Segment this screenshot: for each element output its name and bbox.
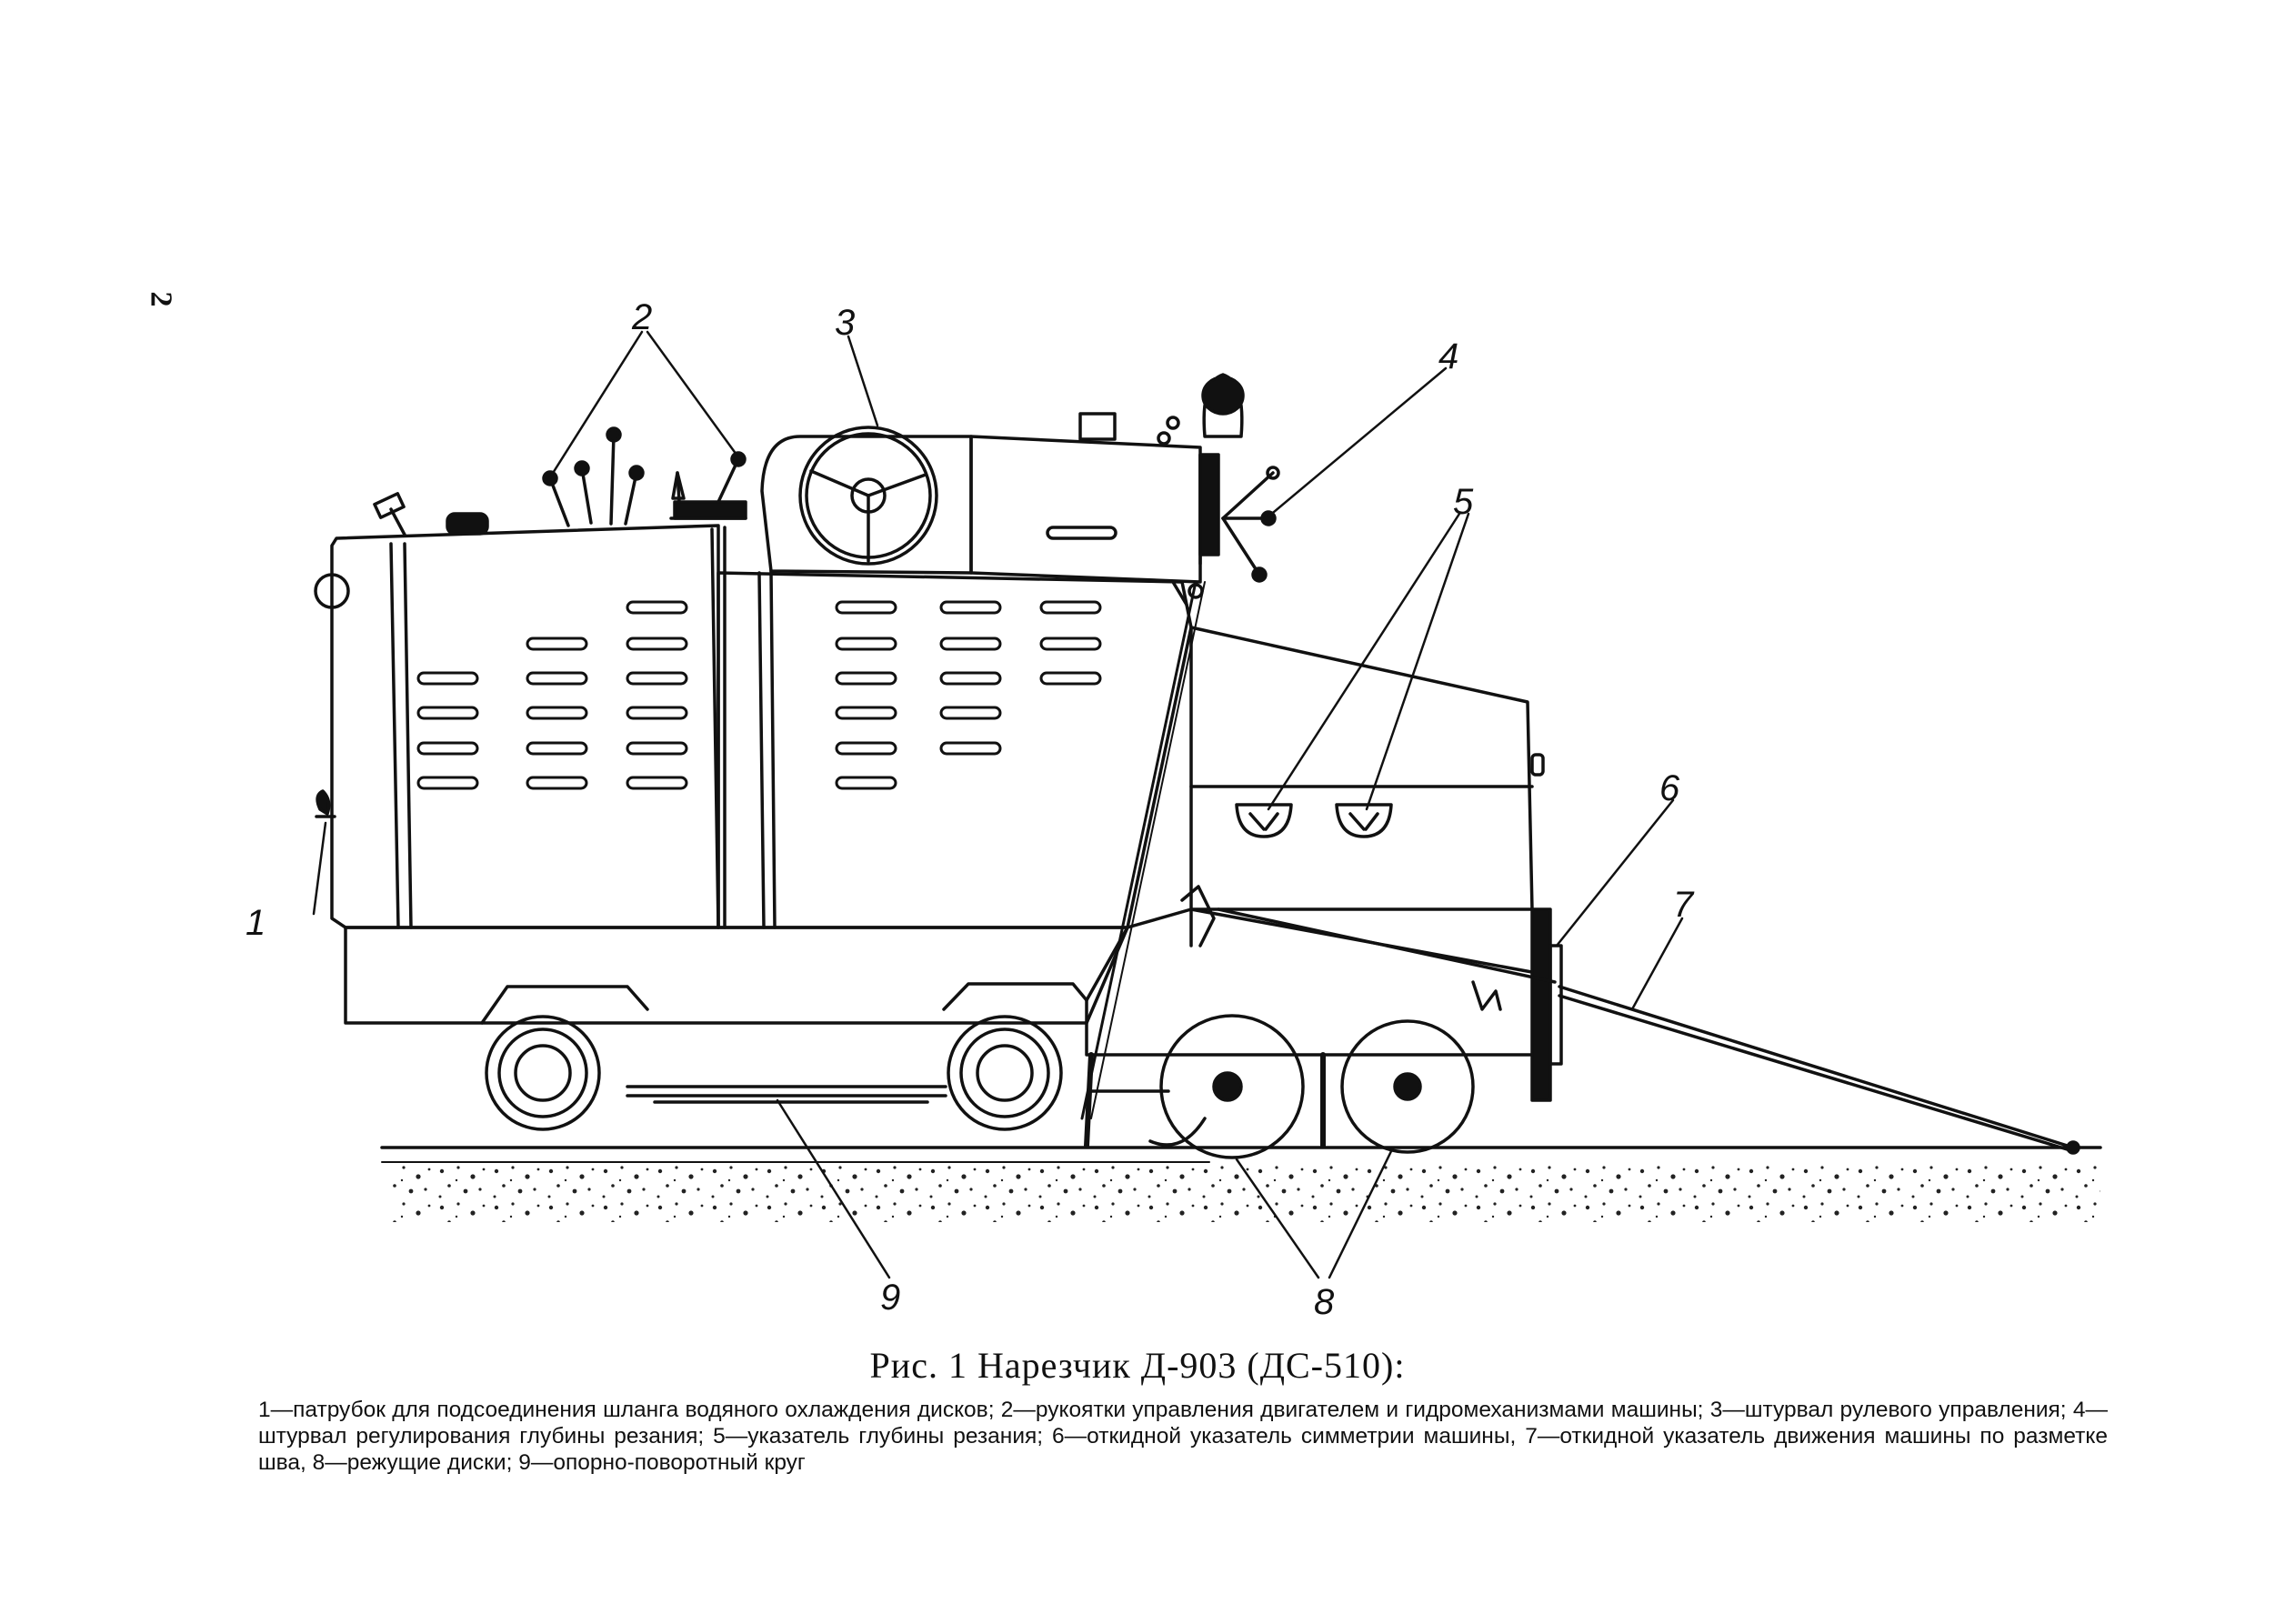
guide-pointer — [1217, 907, 2080, 1155]
legend-item-8: 8—режущие диски; — [312, 1450, 513, 1475]
cutting-discs — [1084, 1014, 1475, 1159]
figure-caption-title: Рис. 1 Нарезчик Д-903 (ДС-510): — [869, 1345, 1406, 1386]
ground-surface — [380, 1146, 2102, 1222]
callout-4: 4 — [1438, 336, 1458, 376]
legend-item-1: 1—патрубок для подсоединения шланга водя… — [258, 1398, 995, 1422]
legend-item-9: 9—опорно-поворотный круг — [518, 1450, 806, 1475]
engine-housing — [314, 492, 747, 929]
water-pipe-fitting — [315, 789, 336, 818]
rear-wheel — [485, 1015, 601, 1131]
cutting-frame — [1085, 885, 1543, 1057]
callout-6: 6 — [1659, 768, 1680, 808]
leader-lines — [312, 330, 1684, 1279]
callout-8: 8 — [1314, 1282, 1335, 1322]
legend-item-3: 3—штурвал рулевого управления; — [1709, 1398, 2067, 1422]
callout-2: 2 — [631, 297, 652, 337]
legend-item-5: 5—указатель глубины резания; — [713, 1424, 1044, 1449]
depth-control-wheel — [1171, 373, 1280, 606]
depth-indicators — [1235, 803, 1393, 838]
callout-1: 1 — [246, 903, 266, 943]
middle-housing — [717, 569, 1193, 929]
callout-9: 9 — [880, 1278, 900, 1318]
symmetry-indicator — [1530, 907, 1563, 1102]
figure-caption-legend: 1—патрубок для подсоединения шланга водя… — [258, 1397, 2108, 1476]
legend-item-7: 7—откидной указатель движения машины по … — [258, 1424, 2108, 1475]
operator-console — [760, 412, 1202, 584]
cutting-unit-housing — [1189, 626, 1545, 911]
callout-5: 5 — [1453, 482, 1474, 522]
control-levers — [542, 426, 747, 527]
legend-item-2: 2—рукоятки управления двигателем и гидро… — [1000, 1398, 1704, 1422]
legend-item-6: 6—откидной указатель симметрии машины, — [1052, 1424, 1517, 1449]
legend-item-4: 4—штурвал регулирования глубины резания; — [258, 1398, 2109, 1449]
callout-7: 7 — [1673, 885, 1695, 925]
callout-3: 3 — [835, 303, 855, 343]
steering-wheel — [798, 426, 938, 566]
chassis — [344, 926, 1129, 1104]
front-wheel — [947, 1015, 1063, 1131]
